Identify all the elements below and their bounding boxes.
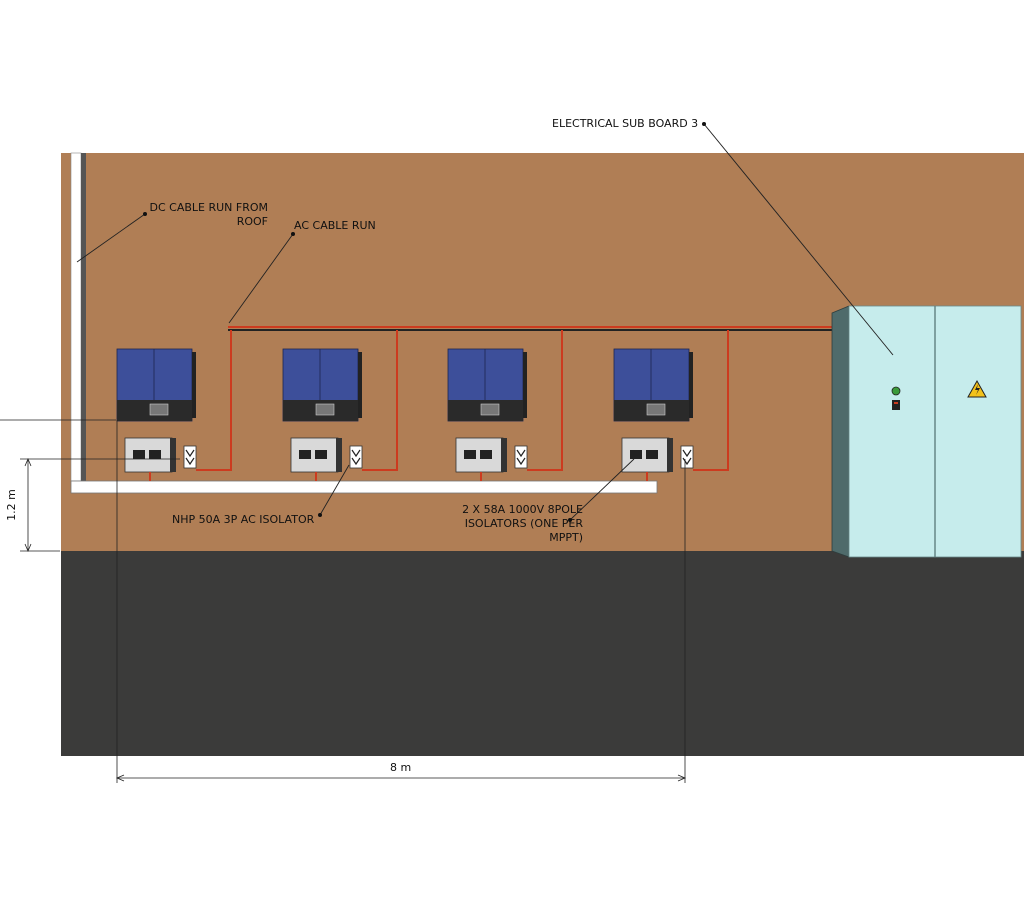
isolator-switch bbox=[299, 450, 311, 459]
inverter-display bbox=[149, 403, 169, 416]
ac-cable-drop bbox=[196, 330, 232, 471]
inverter-unit bbox=[613, 330, 729, 481]
dc-conduit bbox=[70, 152, 86, 482]
ac-cable-run bbox=[228, 326, 836, 331]
inverter-display bbox=[646, 403, 666, 416]
ac-cable-drop bbox=[527, 330, 563, 471]
dc-isolators-label: 2 X 58A 1000V 8POLE ISOLATORS (ONE PER M… bbox=[462, 503, 583, 544]
isolator-switch bbox=[630, 450, 642, 459]
leader-lines bbox=[76, 123, 894, 521]
inverter-unit bbox=[116, 330, 232, 481]
isolator-switch bbox=[133, 450, 145, 459]
width-dimension-text: 8 m bbox=[390, 761, 412, 774]
board-indicator-light bbox=[891, 386, 901, 396]
floor bbox=[61, 551, 1024, 756]
ac-cable-drop bbox=[362, 330, 398, 471]
isolator-switch bbox=[315, 450, 327, 459]
inverter-unit bbox=[282, 330, 398, 481]
cable-tray-shelf bbox=[70, 480, 658, 494]
dc-isolator-box bbox=[455, 437, 504, 473]
dc-isolator-box bbox=[124, 437, 173, 473]
isolator-switch bbox=[646, 450, 658, 459]
isolator-switch bbox=[464, 450, 476, 459]
inverter-group bbox=[116, 330, 729, 481]
warning-icon bbox=[967, 379, 987, 398]
ac-cable-label: AC CABLE RUN bbox=[294, 219, 376, 232]
isolator-switch bbox=[480, 450, 492, 459]
inverter-unit bbox=[447, 330, 563, 481]
board-switch bbox=[892, 400, 900, 410]
width-dimension bbox=[115, 420, 687, 783]
electrical-sub-board bbox=[831, 305, 1022, 558]
height-dimension-text: 1.2 m bbox=[4, 489, 18, 521]
dc-isolator-box bbox=[290, 437, 339, 473]
ac-isolator-label: NHP 50A 3P AC ISOLATOR bbox=[172, 513, 315, 526]
ac-cable-drop bbox=[693, 330, 729, 471]
dc-cable-label: DC CABLE RUN FROM ROOF bbox=[149, 201, 268, 228]
leader-dots bbox=[143, 122, 706, 522]
isolator-switch bbox=[149, 450, 161, 459]
sub-board-label: ELECTRICAL SUB BOARD 3 bbox=[552, 117, 699, 130]
inverter-display bbox=[480, 403, 500, 416]
height-dimension bbox=[0, 419, 180, 553]
inverter-display bbox=[315, 403, 335, 416]
dc-isolator-box bbox=[621, 437, 670, 473]
